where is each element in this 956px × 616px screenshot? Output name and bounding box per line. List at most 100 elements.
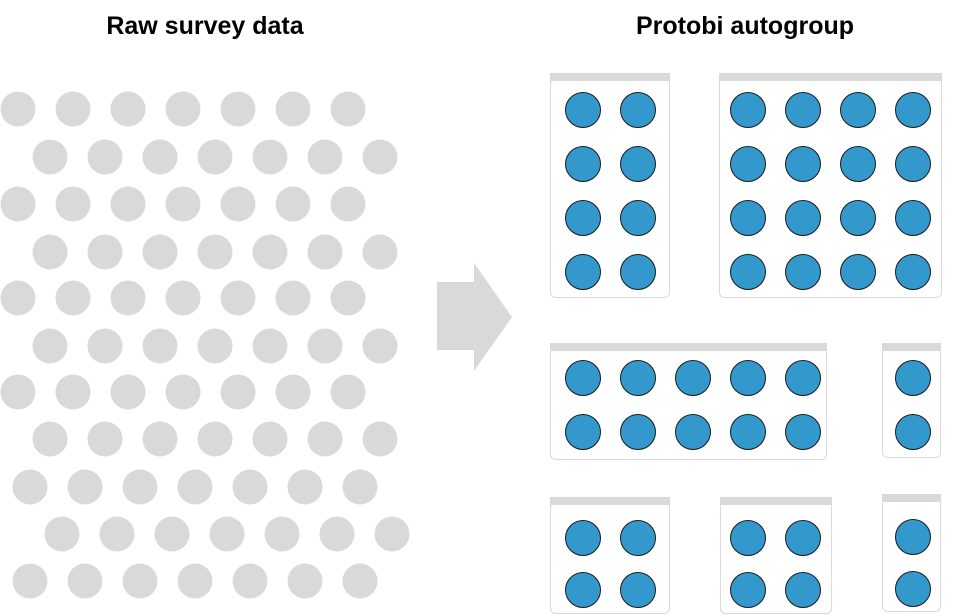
grouped-response-dot [840, 200, 876, 236]
grouped-response-dot [730, 520, 766, 556]
raw-response-dot [275, 374, 311, 410]
grouped-response-dot [730, 254, 766, 290]
raw-response-dot [165, 186, 201, 222]
raw-response-dot [110, 374, 146, 410]
raw-response-dot [362, 234, 398, 270]
raw-response-dot [307, 421, 343, 457]
grouped-response-dot [730, 146, 766, 182]
grouped-response-dot [620, 146, 656, 182]
raw-response-dot [220, 374, 256, 410]
raw-response-dot [0, 374, 36, 410]
grouped-response-dot [565, 572, 601, 608]
grouped-response-dot [730, 572, 766, 608]
raw-response-dot [307, 328, 343, 364]
raw-response-dot [330, 374, 366, 410]
grouped-response-dot [565, 360, 601, 396]
grouped-response-dot [785, 146, 821, 182]
grouped-response-dot [785, 414, 821, 450]
raw-response-dot [165, 280, 201, 316]
raw-response-dot [87, 328, 123, 364]
raw-response-dot [209, 516, 245, 552]
grouped-response-dot [895, 414, 931, 450]
raw-response-dot [142, 139, 178, 175]
grouped-response-dot [840, 146, 876, 182]
raw-response-dot [44, 516, 80, 552]
raw-response-dot [32, 328, 68, 364]
raw-response-dot [142, 328, 178, 364]
raw-response-dot [252, 234, 288, 270]
raw-response-dot [287, 469, 323, 505]
raw-response-dot [55, 91, 91, 127]
raw-response-dot [197, 234, 233, 270]
grouped-response-dot [785, 360, 821, 396]
grouped-response-dot [565, 520, 601, 556]
raw-response-dot [252, 421, 288, 457]
raw-response-dot [275, 91, 311, 127]
group-4 [882, 343, 941, 458]
raw-response-dot [12, 469, 48, 505]
grouped-response-dot [785, 572, 821, 608]
grouped-response-dot [840, 254, 876, 290]
grouped-response-dot [675, 414, 711, 450]
group-header-bar [550, 343, 827, 351]
raw-response-dot [275, 186, 311, 222]
grouped-response-dot [565, 414, 601, 450]
raw-response-dot [87, 139, 123, 175]
grouped-response-dot [565, 254, 601, 290]
raw-response-dot [12, 563, 48, 599]
grouped-response-dot [730, 92, 766, 128]
raw-response-dot [362, 139, 398, 175]
grouped-response-dot [785, 200, 821, 236]
group-header-bar [550, 73, 670, 81]
raw-response-dot [232, 563, 268, 599]
raw-response-dot [177, 469, 213, 505]
group-header-bar [882, 343, 941, 351]
raw-response-dot [374, 516, 410, 552]
raw-response-dot [122, 563, 158, 599]
raw-response-dot [32, 234, 68, 270]
grouped-response-dot [565, 92, 601, 128]
raw-response-dot [330, 186, 366, 222]
grouped-response-dot [895, 519, 931, 555]
grouped-response-dot [730, 414, 766, 450]
raw-response-dot [142, 234, 178, 270]
grouped-response-dot [895, 146, 931, 182]
raw-response-dot [307, 234, 343, 270]
group-6 [720, 497, 832, 614]
group-header-bar [882, 494, 941, 502]
raw-response-dot [330, 91, 366, 127]
group-header-bar [550, 497, 670, 505]
raw-response-dot [67, 469, 103, 505]
raw-response-dot [197, 328, 233, 364]
raw-response-dot [110, 91, 146, 127]
grouped-response-dot [620, 360, 656, 396]
raw-response-dot [252, 328, 288, 364]
grouped-response-dot [785, 254, 821, 290]
grouped-response-dot [895, 200, 931, 236]
raw-response-dot [165, 374, 201, 410]
raw-response-dot [287, 563, 323, 599]
raw-response-dot [67, 563, 103, 599]
grouped-response-dot [620, 572, 656, 608]
raw-response-dot [55, 280, 91, 316]
raw-response-dot [232, 469, 268, 505]
raw-response-dot [177, 563, 213, 599]
grouped-response-dot [620, 414, 656, 450]
grouped-response-dot [620, 254, 656, 290]
raw-response-dot [142, 421, 178, 457]
grouped-response-dot [895, 92, 931, 128]
raw-response-dot [342, 469, 378, 505]
raw-response-dot [307, 139, 343, 175]
raw-response-dot [55, 186, 91, 222]
grouped-response-dot [565, 200, 601, 236]
grouped-response-dot [785, 520, 821, 556]
raw-response-dot [55, 374, 91, 410]
raw-response-dot [275, 280, 311, 316]
grouped-response-dot [785, 92, 821, 128]
grouped-response-dot [730, 200, 766, 236]
raw-response-dot [319, 516, 355, 552]
raw-response-dot [330, 280, 366, 316]
grouped-response-dot [730, 360, 766, 396]
group-3 [550, 343, 827, 460]
raw-response-dot [110, 280, 146, 316]
